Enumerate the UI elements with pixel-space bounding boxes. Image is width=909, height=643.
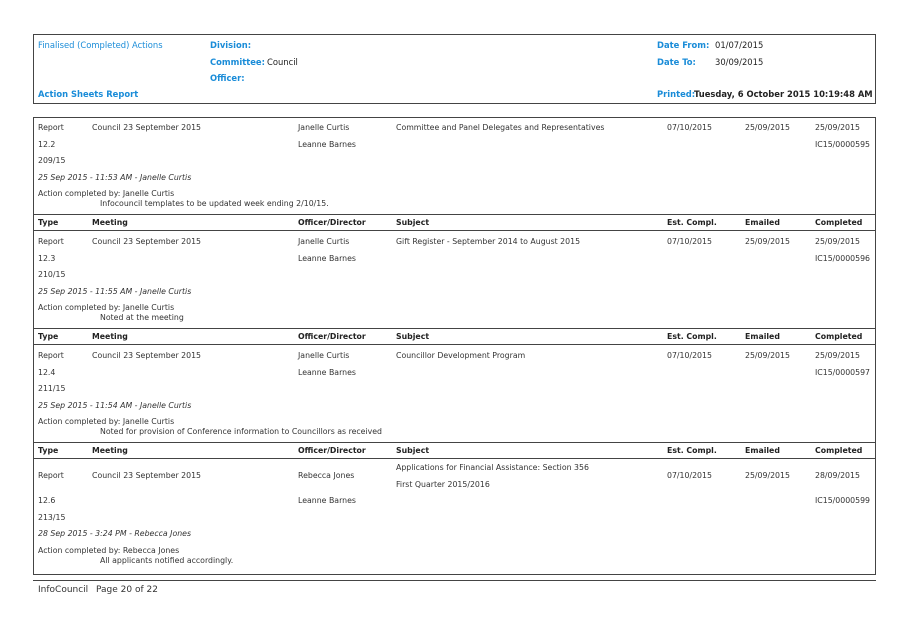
record-emailed: 25/09/2015	[745, 123, 790, 132]
record-item-no: 12.4	[38, 368, 56, 377]
record-log-entry: 28 Sep 2015 - 3:24 PM - Rebecca Jones	[38, 529, 192, 538]
record-completed: 28/09/2015	[815, 471, 860, 480]
record-doc-ref: IC15/0000595	[815, 140, 871, 149]
officer-label: Officer:	[210, 73, 245, 83]
col-est-compl: Est. Compl.	[667, 218, 717, 227]
record-director: Leanne Barnes	[298, 254, 356, 263]
record-type: Report	[38, 351, 64, 360]
record-est-compl: 07/10/2015	[667, 471, 712, 480]
record-resolution-no: 213/15	[38, 513, 66, 522]
col-type: Type	[38, 446, 59, 455]
col-meeting: Meeting	[92, 446, 128, 455]
record-completed-by: Action completed by: Janelle Curtis	[38, 417, 175, 426]
date-from-label: Date From:	[657, 40, 710, 50]
record-completed: 25/09/2015	[815, 351, 860, 360]
col-meeting: Meeting	[92, 218, 128, 227]
record-subject-line2: First Quarter 2015/2016	[396, 480, 490, 489]
record-log-entry: 25 Sep 2015 - 11:54 AM - Janelle Curtis	[38, 401, 192, 410]
actions-table: Report Council 23 September 2015 Janelle…	[33, 117, 876, 575]
committee-value: Council	[267, 57, 298, 67]
report-scope: Finalised (Completed) Actions	[38, 40, 163, 50]
record-meeting: Council 23 September 2015	[92, 237, 202, 246]
record-director: Leanne Barnes	[298, 496, 356, 505]
record-completed: 25/09/2015	[815, 123, 860, 132]
record-officer: Janelle Curtis	[298, 237, 350, 246]
report-header: Finalised (Completed) Actions Division: …	[33, 34, 876, 104]
column-header-row: Type Meeting Officer/Director Subject Es…	[34, 442, 875, 459]
record-completed: 25/09/2015	[815, 237, 860, 246]
record-completed-by: Action completed by: Janelle Curtis	[38, 303, 175, 312]
col-subject: Subject	[396, 218, 430, 227]
date-to-label: Date To:	[657, 57, 696, 67]
division-label: Division:	[210, 40, 252, 50]
record-emailed: 25/09/2015	[745, 471, 790, 480]
record-meeting: Council 23 September 2015	[92, 351, 202, 360]
col-type: Type	[38, 332, 59, 341]
record-subject: Councillor Development Program	[396, 351, 526, 360]
record-resolution-no: 209/15	[38, 156, 66, 165]
col-meeting: Meeting	[92, 332, 128, 341]
record-doc-ref: IC15/0000596	[815, 254, 871, 263]
record-log-entry: 25 Sep 2015 - 11:55 AM - Janelle Curtis	[38, 287, 192, 296]
date-to-value: 30/09/2015	[715, 57, 764, 67]
col-type: Type	[38, 218, 59, 227]
col-officer: Officer/Director	[298, 332, 366, 341]
report-title: Action Sheets Report	[38, 89, 139, 99]
record-est-compl: 07/10/2015	[667, 237, 712, 246]
col-officer: Officer/Director	[298, 218, 366, 227]
committee-label: Committee:	[210, 57, 265, 67]
col-emailed: Emailed	[745, 218, 780, 227]
record-note: Noted for provision of Conference inform…	[100, 427, 383, 436]
record-emailed: 25/09/2015	[745, 237, 790, 246]
record-resolution-no: 210/15	[38, 270, 66, 279]
record-type: Report	[38, 471, 64, 480]
record-director: Leanne Barnes	[298, 140, 356, 149]
col-est-compl: Est. Compl.	[667, 332, 717, 341]
record-item-no: 12.6	[38, 496, 56, 505]
printed-value: Tuesday, 6 October 2015 10:19:48 AM	[694, 89, 873, 99]
record-est-compl: 07/10/2015	[667, 351, 712, 360]
record-subject: Committee and Panel Delegates and Repres…	[396, 123, 605, 132]
col-completed: Completed	[815, 446, 863, 455]
col-est-compl: Est. Compl.	[667, 446, 717, 455]
column-header-row: Type Meeting Officer/Director Subject Es…	[34, 328, 875, 345]
col-officer: Officer/Director	[298, 446, 366, 455]
footer-page-number: Page 20 of 22	[96, 585, 158, 595]
record-meeting: Council 23 September 2015	[92, 123, 202, 132]
record-note: All applicants notified accordingly.	[100, 556, 234, 565]
col-subject: Subject	[396, 332, 430, 341]
column-header-row: Type Meeting Officer/Director Subject Es…	[34, 214, 875, 231]
record-emailed: 25/09/2015	[745, 351, 790, 360]
record-note: Infocouncil templates to be updated week…	[100, 199, 329, 208]
record-meeting: Council 23 September 2015	[92, 471, 202, 480]
record-subject: Gift Register - September 2014 to August…	[396, 237, 581, 246]
footer-divider	[33, 580, 876, 581]
record-resolution-no: 211/15	[38, 384, 66, 393]
col-emailed: Emailed	[745, 332, 780, 341]
record-doc-ref: IC15/0000597	[815, 368, 871, 377]
record-item-no: 12.2	[38, 140, 56, 149]
record-doc-ref: IC15/0000599	[815, 496, 871, 505]
record-completed-by: Action completed by: Rebecca Jones	[38, 546, 180, 555]
record-type: Report	[38, 237, 64, 246]
col-completed: Completed	[815, 218, 863, 227]
col-completed: Completed	[815, 332, 863, 341]
record-type: Report	[38, 123, 64, 132]
col-emailed: Emailed	[745, 446, 780, 455]
record-director: Leanne Barnes	[298, 368, 356, 377]
record-subject: Applications for Financial Assistance: S…	[396, 463, 589, 472]
record-officer: Rebecca Jones	[298, 471, 355, 480]
printed-label: Printed:	[657, 89, 696, 99]
record-item-no: 12.3	[38, 254, 56, 263]
record-officer: Janelle Curtis	[298, 123, 350, 132]
record-log-entry: 25 Sep 2015 - 11:53 AM - Janelle Curtis	[38, 173, 192, 182]
col-subject: Subject	[396, 446, 430, 455]
record-officer: Janelle Curtis	[298, 351, 350, 360]
record-note: Noted at the meeting	[100, 313, 184, 322]
record-est-compl: 07/10/2015	[667, 123, 712, 132]
footer-brand: InfoCouncil	[38, 585, 89, 595]
date-from-value: 01/07/2015	[715, 40, 764, 50]
record-completed-by: Action completed by: Janelle Curtis	[38, 189, 175, 198]
